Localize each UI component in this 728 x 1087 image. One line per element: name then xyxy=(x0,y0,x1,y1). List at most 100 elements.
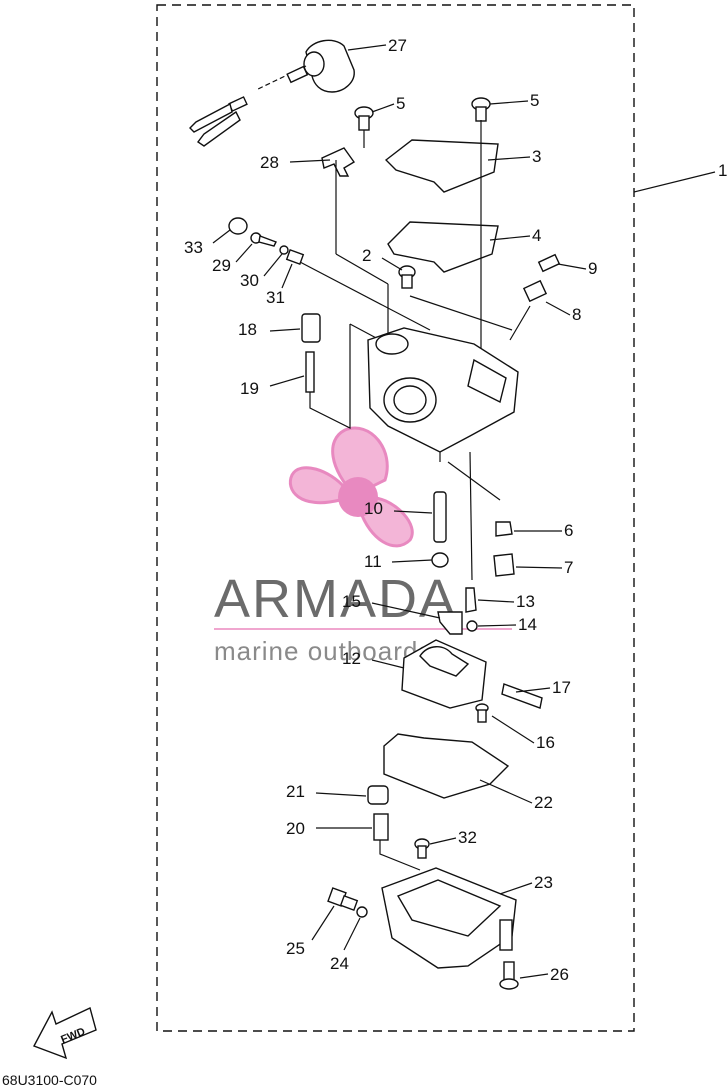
part-number-2: 2 xyxy=(362,246,371,265)
part-11-drawing xyxy=(431,552,449,568)
armada-watermark: ARMADA marine outboards xyxy=(214,426,512,666)
part-number-6: 6 xyxy=(564,521,573,540)
leader-line-p19 xyxy=(269,375,305,387)
part-17-drawing xyxy=(501,683,543,709)
part-30-drawing xyxy=(279,245,289,255)
fwd-arrow-icon: FWD xyxy=(33,1007,97,1060)
part-number-7: 7 xyxy=(564,558,573,577)
part-number-31: 31 xyxy=(266,288,285,307)
part-5-screw-b-drawing xyxy=(471,97,491,122)
part-18-drawing xyxy=(301,313,321,343)
part-2-drawing xyxy=(398,265,416,289)
leader-line-p10 xyxy=(393,510,433,514)
part-number-14: 14 xyxy=(518,615,537,634)
leader-line-p23 xyxy=(499,882,533,895)
part-number-15: 15 xyxy=(342,592,361,611)
part-32-drawing xyxy=(414,838,430,859)
leader-line-p15 xyxy=(371,602,441,619)
leader-line-p33 xyxy=(212,229,231,244)
part-9-drawing xyxy=(537,253,561,273)
part-13-drawing xyxy=(465,587,477,613)
part-number-23: 23 xyxy=(534,873,553,892)
part-number-20: 20 xyxy=(286,819,305,838)
leader-line-p16 xyxy=(491,715,535,744)
part-number-32: 32 xyxy=(458,828,477,847)
part-number-29: 29 xyxy=(212,256,231,275)
leader-line-p22 xyxy=(479,779,533,804)
leader-line-p24 xyxy=(343,917,361,951)
leader-line-p27 xyxy=(347,44,387,51)
part-number-24: 24 xyxy=(330,954,349,973)
leader-line-p17 xyxy=(515,687,551,693)
leader-line-p29 xyxy=(235,243,253,263)
part-28-drawing xyxy=(321,147,356,177)
assembly-boundary xyxy=(156,4,635,1032)
leader-line-p26 xyxy=(519,973,549,979)
leader-line-p11 xyxy=(391,559,433,563)
part-16-drawing xyxy=(475,703,489,723)
part-20-drawing xyxy=(373,813,389,841)
leader-line-p31 xyxy=(281,263,293,289)
part-23-drawing xyxy=(381,867,517,969)
part-number-33: 33 xyxy=(184,238,203,257)
part-number-4: 4 xyxy=(532,226,541,245)
part-6-drawing xyxy=(495,521,513,537)
part-number-30: 30 xyxy=(240,271,259,290)
propeller-logo xyxy=(288,426,414,548)
diagram-code: 68U3100-C070 xyxy=(2,1072,97,1087)
part-number-8: 8 xyxy=(572,305,581,324)
leader-line-p30 xyxy=(263,253,283,277)
part-10-drawing xyxy=(433,491,447,543)
part-19-drawing xyxy=(305,351,315,393)
part-4-drawing xyxy=(387,221,499,273)
part-number-27: 27 xyxy=(388,36,407,55)
part-number-21: 21 xyxy=(286,782,305,801)
part-5-screw-a-drawing xyxy=(354,106,374,131)
part-number-22: 22 xyxy=(534,793,553,812)
part-27-drawing xyxy=(189,39,355,147)
leader-line-p7 xyxy=(515,566,563,569)
part-25-drawing xyxy=(327,887,359,911)
leader-line-p9 xyxy=(557,263,587,270)
part-8-drawing xyxy=(522,279,548,303)
leader-line-p8 xyxy=(545,301,571,316)
part-29-drawing xyxy=(250,232,277,247)
watermark-tagline: marine outboards xyxy=(214,636,432,666)
leader-line-p14 xyxy=(477,624,517,627)
watermark-brand: ARMADA xyxy=(214,569,457,629)
part-number-13: 13 xyxy=(516,592,535,611)
part-22-drawing xyxy=(383,733,510,799)
part-number-3: 3 xyxy=(532,147,541,166)
leader-line-p18 xyxy=(269,328,301,332)
leader-line-p5b xyxy=(489,100,529,105)
part-15-drawing xyxy=(437,611,463,635)
part-14-drawing xyxy=(466,620,478,632)
part-number-26: 26 xyxy=(550,965,569,984)
leader-line-p13 xyxy=(477,599,515,603)
part-12-drawing xyxy=(401,639,487,709)
part-33-drawing xyxy=(228,217,248,235)
part-number-12: 12 xyxy=(342,649,361,668)
leader-line-p12 xyxy=(371,659,405,669)
part-number-19: 19 xyxy=(240,379,259,398)
part-number-11: 11 xyxy=(364,552,382,571)
part-21-drawing xyxy=(367,785,389,805)
part-number-10: 10 xyxy=(364,499,383,518)
part-26-drawing xyxy=(499,961,519,990)
part-number-28: 28 xyxy=(260,153,279,172)
part-number-18: 18 xyxy=(238,320,257,339)
leader-line-p21 xyxy=(315,792,367,797)
part-number-9: 9 xyxy=(588,259,597,278)
part-number-17: 17 xyxy=(552,678,571,697)
part-24-drawing xyxy=(356,906,368,918)
leader-line-p28 xyxy=(289,159,331,163)
part-3-drawing xyxy=(384,139,499,193)
leader-line-p3 xyxy=(487,156,531,161)
leader-line-p2 xyxy=(381,257,403,271)
assembly-callout-1: 1 xyxy=(718,161,727,180)
leader-line-p5a xyxy=(371,103,395,113)
part-7-drawing xyxy=(493,553,515,577)
leader-line-p32 xyxy=(429,837,457,845)
